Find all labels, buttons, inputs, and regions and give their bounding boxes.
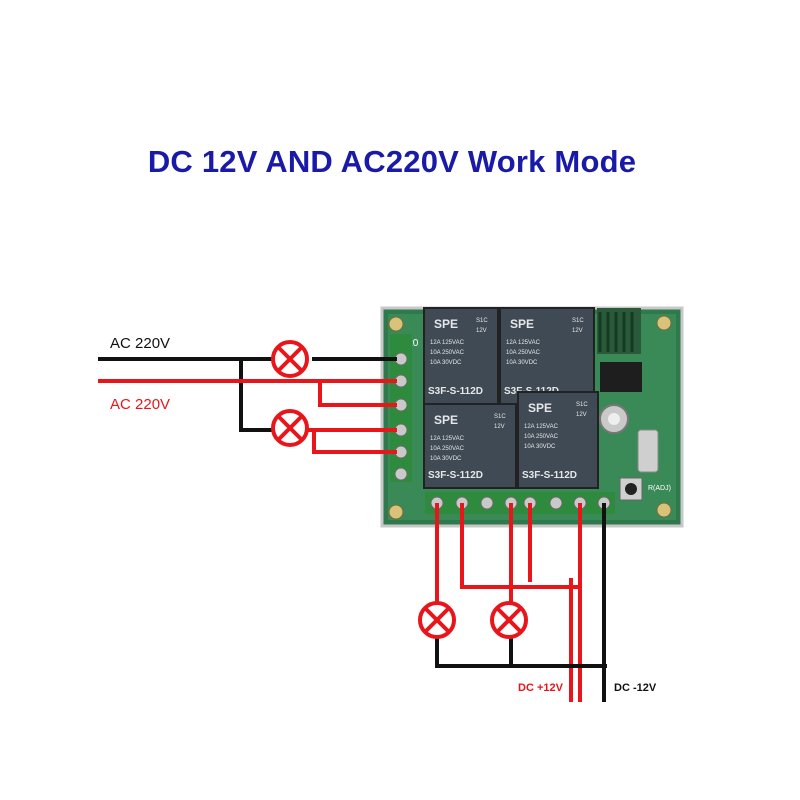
left-terminal-block	[390, 334, 412, 482]
wiring	[98, 357, 607, 702]
relay-1: SPE S1C 12V 12A 125VAC 10A 250VAC 10A 30VDC S3…	[423, 307, 499, 405]
relay-coil: 12V	[494, 424, 505, 430]
relay-4: SPE S1C 12V 12A 125VAC 10A 250VAC 10A 30VDC S3…	[517, 391, 599, 489]
screw-hole	[388, 316, 404, 332]
dc-com1-wire	[460, 503, 582, 589]
relay-rating: 10A 250VAC	[430, 446, 465, 452]
relay-code: S1C	[572, 318, 584, 324]
lamp-icon	[271, 409, 309, 447]
relay-brand: SPE	[510, 317, 534, 331]
antenna-coil	[597, 308, 641, 354]
dc-minus-label: DC -12V	[614, 682, 657, 694]
relay-rating: 10A 30VDC	[430, 360, 462, 366]
relay-coil: 12V	[576, 412, 587, 418]
relay-rating: 10A 250VAC	[524, 434, 559, 440]
relay-rating: 12A 125VAC	[430, 436, 465, 442]
dc-plus-label: DC +12V	[518, 682, 564, 694]
relay-brand: SPE	[528, 401, 552, 415]
relay-brand: SPE	[434, 317, 458, 331]
screw-hole	[656, 502, 672, 518]
relay-rating: 12A 125VAC	[506, 340, 541, 346]
ac-neutral-branch	[239, 357, 275, 432]
page-title: DC 12V AND AC220V Work Mode	[147, 144, 637, 179]
relay-rating: 10A 30VDC	[430, 456, 462, 462]
lamp-icon	[490, 601, 528, 639]
lamp-icon	[418, 601, 456, 639]
relay-code: S1C	[494, 414, 506, 420]
relay-rating: 12A 125VAC	[430, 340, 465, 346]
dc-lamp-return	[435, 638, 607, 668]
bottom-terminal-block	[425, 492, 615, 514]
relay-brand: SPE	[434, 413, 458, 427]
crystal	[637, 429, 659, 473]
ac-label-bottom: AC 220V	[110, 396, 170, 413]
relay-rating: 10A 250VAC	[506, 350, 541, 356]
relay-code: S1C	[576, 402, 588, 408]
relay-rating: 12A 125VAC	[524, 424, 559, 430]
ac-live-relay1	[318, 379, 397, 407]
lamps	[271, 340, 528, 639]
relay-rating: 10A 250VAC	[430, 350, 465, 356]
relay-rating: 10A 30VDC	[524, 444, 556, 450]
ic-chip	[600, 362, 642, 392]
button-label: R(ADJ)	[648, 485, 671, 492]
relay-code: S1C	[476, 318, 488, 324]
relay-coil: 12V	[572, 328, 583, 334]
ac-live-relay2	[312, 428, 397, 454]
relay-coil: 12V	[476, 328, 487, 334]
relay-model: S3F-S-112D	[522, 470, 577, 481]
relay-model: S3F-S-112D	[428, 386, 483, 397]
ac-label-top: AC 220V	[110, 335, 170, 352]
relay-model: S3F-S-112D	[428, 470, 483, 481]
relay-3: SPE S1C 12V 12A 125VAC 10A 250VAC 10A 30VDC S3…	[423, 403, 517, 489]
lamp-icon	[271, 340, 309, 378]
relay-rating: 10A 30VDC	[506, 360, 538, 366]
screw-hole	[656, 315, 672, 331]
screw-hole	[388, 504, 404, 520]
